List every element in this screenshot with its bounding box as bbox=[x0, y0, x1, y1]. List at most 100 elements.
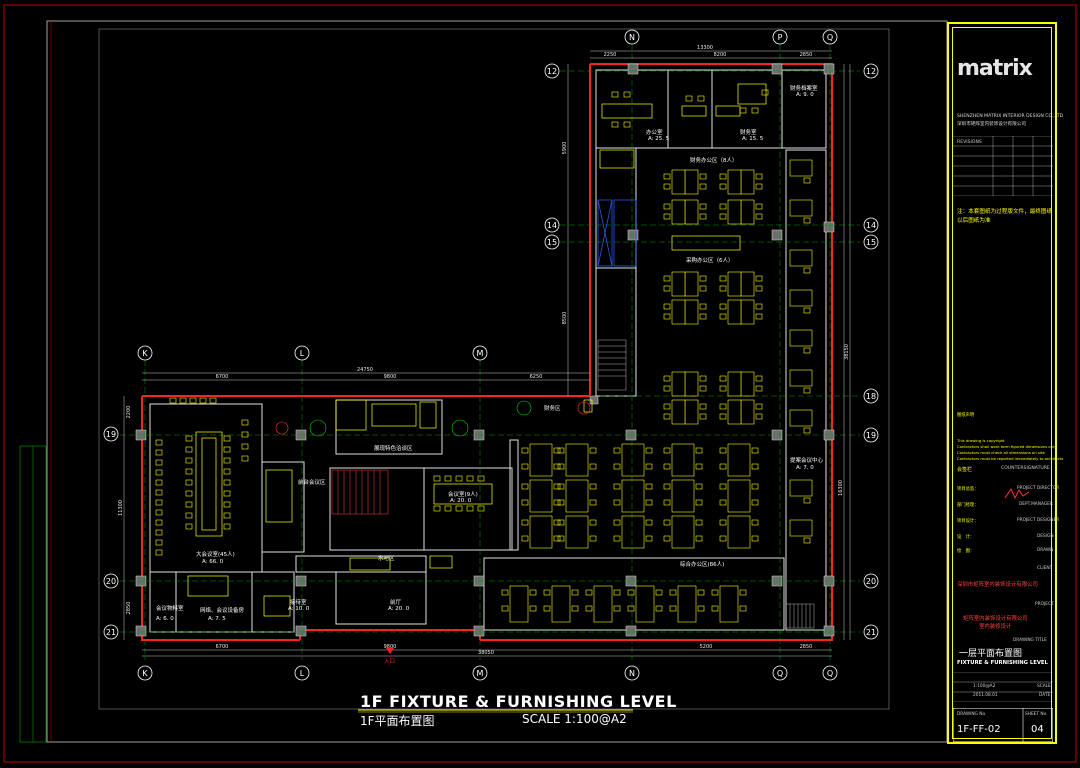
sheet-border-outer bbox=[3, 4, 1077, 763]
dim-left-c: 2850 bbox=[126, 602, 132, 615]
dim-bottom-b: 9800 bbox=[384, 644, 397, 650]
chair-icon bbox=[241, 431, 249, 438]
chair-icon bbox=[611, 121, 619, 128]
chair-icon bbox=[695, 483, 703, 490]
chair-icon bbox=[543, 589, 551, 596]
elevator-shafts bbox=[597, 199, 637, 267]
company-en: SHENZHEN MATRIX INTERIOR DESIGN CO.,LTD bbox=[957, 114, 1064, 119]
chair-icon bbox=[589, 483, 597, 490]
chair-icon bbox=[751, 447, 759, 454]
grid-bubble-label: 21 bbox=[106, 628, 116, 637]
chair-icon bbox=[571, 605, 579, 612]
chair-icon bbox=[223, 446, 231, 453]
dim-top-a: 2250 bbox=[604, 52, 617, 58]
chair-icon bbox=[185, 479, 193, 486]
dim-right-c: 38150 bbox=[844, 344, 850, 360]
chair-icon bbox=[185, 435, 193, 442]
chair-icon bbox=[585, 589, 593, 596]
chair-icon bbox=[223, 457, 231, 464]
chair-icon bbox=[655, 605, 663, 612]
inner-walls bbox=[149, 69, 827, 633]
workstation-desks bbox=[509, 159, 813, 623]
chair-icon bbox=[663, 313, 671, 320]
chair-icon bbox=[189, 397, 197, 404]
grid-bubble-label: P bbox=[778, 33, 783, 42]
desk-pod bbox=[529, 479, 553, 513]
grid-bubble bbox=[472, 345, 488, 361]
chair-icon bbox=[695, 447, 703, 454]
desk-pod bbox=[565, 479, 589, 513]
number-box bbox=[953, 708, 1053, 742]
chair-icon bbox=[695, 535, 703, 542]
chair-icon bbox=[663, 413, 671, 420]
grid-bubble bbox=[294, 665, 310, 681]
chair-icon bbox=[663, 375, 671, 382]
grid-bubble bbox=[544, 63, 560, 79]
left-scale-strip bbox=[19, 445, 47, 743]
desk-pod bbox=[551, 585, 571, 623]
grid-bubble-label: 12 bbox=[866, 67, 876, 76]
dim-right-a: 5900 bbox=[562, 142, 568, 155]
chair-icon bbox=[169, 397, 177, 404]
chair-icon bbox=[185, 468, 193, 475]
dim-right-b: 8500 bbox=[562, 312, 568, 325]
chair-icon bbox=[553, 535, 561, 542]
grid-bubble bbox=[822, 665, 838, 681]
chair-icon bbox=[719, 483, 727, 490]
chair-icon bbox=[761, 89, 769, 96]
chair-icon bbox=[223, 468, 231, 475]
dim-left-b: 11300 bbox=[118, 500, 124, 516]
desk bbox=[789, 369, 813, 387]
dim-bottom-c: 38050 bbox=[478, 650, 494, 656]
company-cn: 深圳市矩阵室内装饰设计有限公司 bbox=[957, 122, 1026, 127]
chair-icon bbox=[719, 385, 727, 392]
furniture bbox=[187, 83, 767, 617]
grid-bubble-label: N bbox=[629, 33, 635, 42]
chair-icon bbox=[711, 589, 719, 596]
desk-pod bbox=[529, 443, 553, 477]
chair-icon bbox=[803, 347, 811, 354]
chair-icon bbox=[751, 483, 759, 490]
role-cn-3: 设 计： bbox=[957, 535, 975, 540]
chair-icon bbox=[739, 605, 747, 612]
grid-bubble-label: L bbox=[300, 669, 305, 678]
grid-bubble bbox=[863, 388, 879, 404]
chair-icon bbox=[466, 505, 474, 512]
chair-icon bbox=[685, 95, 693, 102]
chair-icon bbox=[155, 549, 163, 556]
desk-pod bbox=[719, 585, 739, 623]
chair-icon bbox=[521, 483, 529, 490]
chair-icon bbox=[695, 499, 703, 506]
desk-pod bbox=[621, 443, 645, 477]
chair-icon bbox=[155, 509, 163, 516]
plant-icon bbox=[451, 419, 469, 437]
dim-bottom-a: 6700 bbox=[216, 644, 229, 650]
chair-icon bbox=[613, 447, 621, 454]
chair-icon bbox=[663, 483, 671, 490]
grid-bubble bbox=[863, 217, 879, 233]
chair-icon bbox=[613, 535, 621, 542]
grid-bubble bbox=[624, 665, 640, 681]
desk-pod bbox=[509, 585, 529, 623]
grid-bubble-label: Q bbox=[827, 669, 833, 678]
chair-icon bbox=[719, 535, 727, 542]
chair-icon bbox=[627, 589, 635, 596]
room-labels: 办公室 A: 25. 5 财务室 A: 15. 5 财务档案室 A: 9. 0 … bbox=[156, 84, 824, 665]
dim-mid-b: 9800 bbox=[384, 374, 397, 380]
desk bbox=[789, 329, 813, 347]
chair-icon bbox=[645, 463, 653, 470]
chair-icon bbox=[444, 505, 452, 512]
grid-bubble bbox=[472, 665, 488, 681]
chair-icon bbox=[755, 275, 763, 282]
grid-bubble-label: L bbox=[300, 349, 305, 358]
chair-icon bbox=[803, 387, 811, 394]
dim-right-d: 16300 bbox=[838, 480, 844, 496]
chair-icon bbox=[433, 475, 441, 482]
disclaimer-head: 图纸声明 bbox=[957, 413, 975, 418]
room-finance-area: A: 15. 5 bbox=[742, 136, 764, 142]
room-storage-area: A: 6. 0 bbox=[156, 616, 174, 622]
chair-icon bbox=[645, 535, 653, 542]
drawing-no-label: DRAWING No. bbox=[957, 712, 987, 717]
chair-icon bbox=[155, 499, 163, 506]
plan-frame bbox=[98, 28, 890, 710]
